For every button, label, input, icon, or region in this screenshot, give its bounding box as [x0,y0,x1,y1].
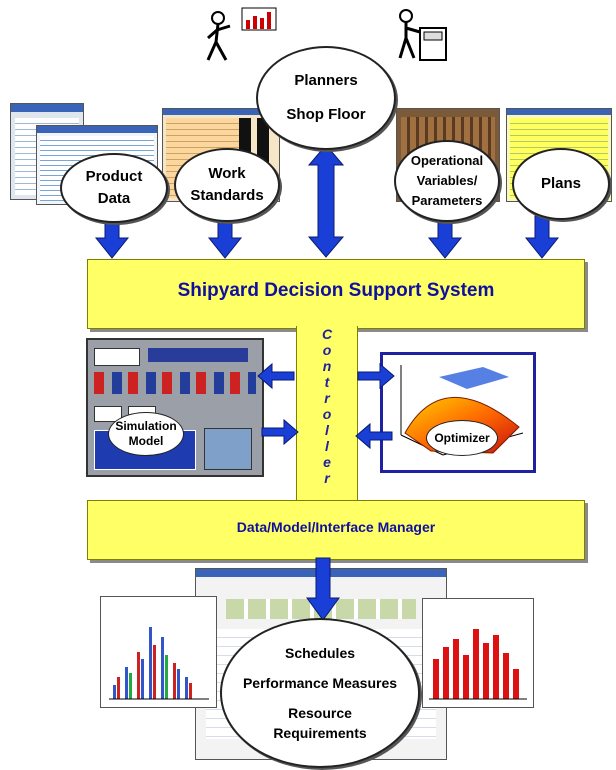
manager-title: Data/Model/Interface Manager [236,519,436,535]
decision-support-system-box: Shipyard Decision Support System [87,259,585,329]
planners-label: Planners [294,72,358,89]
planner-person-icon [204,8,254,63]
work-label: Work [208,165,246,182]
product-data-oval: Product Data [60,153,168,223]
shop-floor-label: Shop Floor [286,106,366,123]
performance-label: Performance Measures [242,675,398,691]
parameters-label: Parameters [411,193,483,208]
left-chart-bars [113,627,192,699]
simulation-line1: Simulation [115,419,177,433]
system-title: Shipyard Decision Support System [177,280,495,301]
requirements-label: Requirements [273,725,367,741]
data-model-interface-manager-box: Data/Model/Interface Manager [87,500,585,560]
work-standards-oval: Work Standards [174,148,280,222]
data-label: Data [97,190,131,207]
simulation-line2: Model [128,434,164,448]
controller-label: C o n t r o l l e r [321,326,333,486]
standards-label: Standards [190,187,264,204]
chart-easel-icon [240,6,280,36]
plans-label: Plans [540,175,582,192]
bar-chart-screenshot-left [100,596,217,708]
planners-double-arrow [307,144,345,258]
optimizer-label: Optimizer [434,430,490,445]
variables-label: Variables/ [416,173,478,188]
plans-arrow [524,215,560,259]
operational-arrow [427,215,463,259]
optimizer-oval: Optimizer [426,420,498,456]
operational-variables-oval: Operational Variables/ Parameters [394,140,500,222]
product-label: Product [85,168,143,185]
work-standards-arrow [207,215,243,259]
controller-column: C o n t r o l l e r [296,326,358,502]
bar-chart-screenshot-right [422,598,534,708]
from-simulation-arrow [261,418,299,446]
simulation-model-oval: Simulation Model [108,412,184,456]
planners-shop-floor-oval: Planners Shop Floor [256,46,396,150]
shop-floor-worker-icon [390,6,450,64]
operational-label: Operational [410,153,484,168]
schedules-label: Schedules [284,645,356,661]
plans-oval: Plans [512,148,610,220]
resource-label: Resource [288,705,352,721]
outputs-oval: Schedules Performance Measures Resource … [220,618,420,768]
simulation-model-screenshot [86,338,264,477]
right-chart-bars [433,629,519,699]
